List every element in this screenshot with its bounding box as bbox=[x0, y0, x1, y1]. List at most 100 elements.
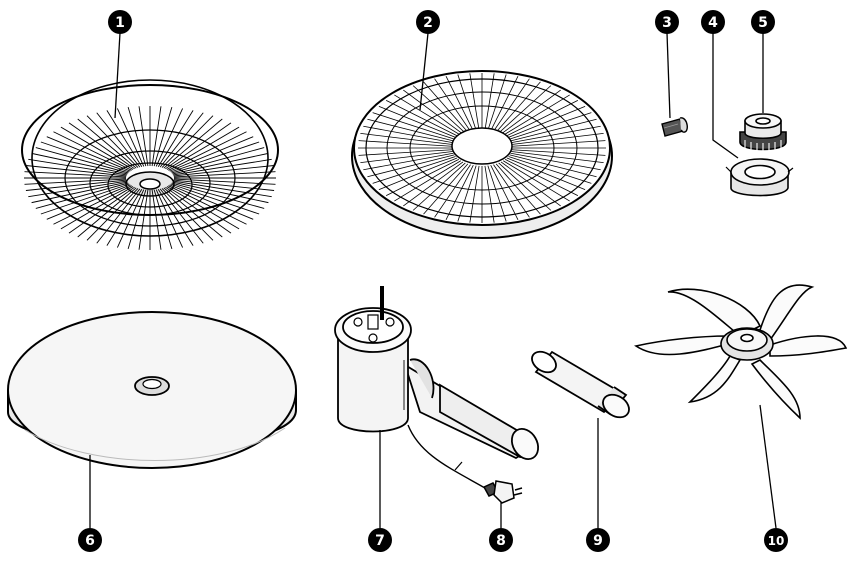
grille-wire bbox=[423, 163, 469, 215]
grille-wire bbox=[498, 162, 552, 211]
grille-wire bbox=[169, 184, 254, 220]
grille-wire bbox=[173, 165, 275, 177]
grille-wire bbox=[163, 118, 223, 169]
fan-blade-icon bbox=[634, 284, 848, 420]
grille-wire bbox=[53, 131, 132, 171]
grille-wire bbox=[469, 73, 480, 131]
callout-4: 4 bbox=[701, 10, 725, 34]
grille-wire bbox=[490, 76, 519, 131]
grille-wire bbox=[493, 164, 530, 218]
grille-wire bbox=[172, 152, 269, 175]
grille-wire bbox=[511, 151, 604, 164]
grille-wire bbox=[487, 74, 507, 131]
grille-wire bbox=[506, 157, 586, 191]
grille-wire bbox=[510, 125, 601, 144]
callout-label: 5 bbox=[758, 15, 768, 31]
grille-wire bbox=[155, 189, 184, 248]
grille-wire bbox=[116, 189, 145, 248]
grille-wire bbox=[169, 136, 254, 172]
grille-wire bbox=[500, 89, 561, 135]
leader-line-1 bbox=[114, 32, 121, 119]
grille-wire bbox=[68, 186, 135, 234]
grille-wire bbox=[166, 186, 240, 230]
grille-wire bbox=[127, 189, 147, 250]
grille-wire bbox=[46, 136, 131, 172]
callout-6: 6 bbox=[78, 528, 102, 552]
grille-wire bbox=[372, 112, 456, 140]
callout-label: 6 bbox=[85, 533, 95, 549]
leader-lines bbox=[89, 32, 777, 529]
grille-wire bbox=[457, 74, 477, 131]
grille-wire bbox=[403, 89, 464, 135]
grille-wire bbox=[77, 187, 137, 238]
grille-wire bbox=[511, 149, 606, 156]
grille-wire bbox=[165, 186, 232, 234]
grille-wire bbox=[509, 154, 597, 178]
grille-wire bbox=[506, 105, 586, 139]
grille-wire bbox=[173, 179, 275, 191]
grille-wire bbox=[372, 156, 456, 184]
grille-wire bbox=[378, 105, 458, 139]
grille-wire bbox=[31, 152, 128, 175]
grille-wire bbox=[24, 178, 127, 185]
grille-wire bbox=[168, 131, 247, 171]
grille-wire bbox=[509, 118, 597, 142]
grille-wire bbox=[159, 188, 204, 244]
grille-wire bbox=[161, 115, 214, 168]
grille-wire bbox=[445, 76, 474, 131]
grille-wire bbox=[173, 158, 272, 176]
grille-wire bbox=[106, 110, 143, 167]
grille-wire bbox=[423, 81, 469, 133]
grille-wire bbox=[86, 115, 139, 168]
grille-wire bbox=[500, 161, 561, 207]
grille-wire bbox=[495, 163, 541, 215]
callout-8: 8 bbox=[489, 528, 513, 552]
grille-wire bbox=[495, 81, 541, 133]
grille-wire bbox=[403, 161, 464, 207]
grille-wire bbox=[358, 149, 453, 156]
callout-9: 9 bbox=[586, 528, 610, 552]
motor-housing-icon bbox=[334, 286, 540, 489]
grille-wire bbox=[171, 147, 265, 174]
grille-wire bbox=[503, 94, 570, 136]
grille-wire bbox=[127, 106, 147, 167]
grille-wire bbox=[40, 141, 130, 173]
grille-wire bbox=[116, 108, 145, 167]
grille-wire bbox=[360, 132, 453, 145]
grille-wire bbox=[157, 189, 194, 246]
grille-wire bbox=[173, 180, 272, 198]
grille-wire bbox=[161, 188, 214, 241]
screw-icon bbox=[661, 117, 688, 137]
grille-wire bbox=[394, 94, 461, 136]
grille-wire bbox=[484, 165, 495, 223]
grille-wire bbox=[60, 126, 134, 170]
callout-label: 3 bbox=[662, 15, 672, 31]
grille-wire bbox=[469, 165, 480, 223]
grille-wire bbox=[505, 100, 579, 137]
grille-nut-icon bbox=[725, 158, 794, 197]
callout-2: 2 bbox=[416, 10, 440, 34]
grille-wire bbox=[363, 152, 454, 171]
extension-pole-icon bbox=[531, 350, 630, 419]
grille-wire bbox=[151, 189, 162, 250]
grille-wire bbox=[68, 122, 135, 170]
callout-7: 7 bbox=[368, 528, 392, 552]
grille-wire bbox=[173, 171, 276, 178]
grille-wire bbox=[505, 159, 579, 196]
grille-wire bbox=[170, 141, 260, 173]
grille-wire bbox=[24, 171, 127, 178]
callout-label: 7 bbox=[375, 533, 385, 549]
grille-wire bbox=[171, 182, 265, 209]
grille-wire bbox=[511, 140, 606, 147]
grille-wire bbox=[155, 108, 184, 167]
callout-label: 8 bbox=[496, 533, 506, 549]
callout-3: 3 bbox=[655, 10, 679, 34]
grille-wire bbox=[363, 125, 454, 144]
grille-wire bbox=[60, 186, 134, 230]
grille-wire bbox=[25, 165, 127, 177]
grille-wire bbox=[445, 165, 474, 220]
grille-wire bbox=[153, 189, 173, 250]
callout-label: 1 bbox=[115, 15, 125, 31]
grille-wire bbox=[358, 140, 453, 147]
blade-spinner-cap-icon bbox=[739, 113, 787, 151]
